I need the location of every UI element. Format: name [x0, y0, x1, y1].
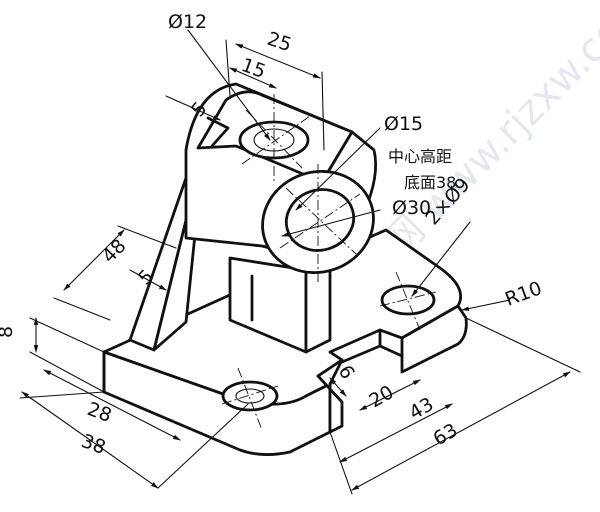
- dim-43: 43: [406, 393, 438, 424]
- note-line-2: 底面38: [404, 173, 456, 192]
- base-hole-right: [380, 284, 436, 316]
- dim-20: 20: [366, 381, 398, 412]
- top-boss: [184, 82, 377, 284]
- dim-30: Ø30: [392, 197, 431, 219]
- base-hole-front: [221, 380, 279, 412]
- dim-15: 15: [238, 54, 268, 83]
- dim-top-hole: Ø12: [168, 11, 207, 33]
- note-line-1: 中心高距: [388, 147, 452, 166]
- dim-25: 25: [264, 28, 294, 56]
- dim-8: 8: [0, 326, 17, 338]
- dim-48: 48: [98, 235, 131, 268]
- dim-r10: R10: [502, 277, 545, 310]
- dimension-lines: [19, 29, 581, 495]
- upright-support: [228, 256, 332, 354]
- dim-bore-15: Ø15: [384, 113, 423, 135]
- dim-28: 28: [84, 398, 114, 427]
